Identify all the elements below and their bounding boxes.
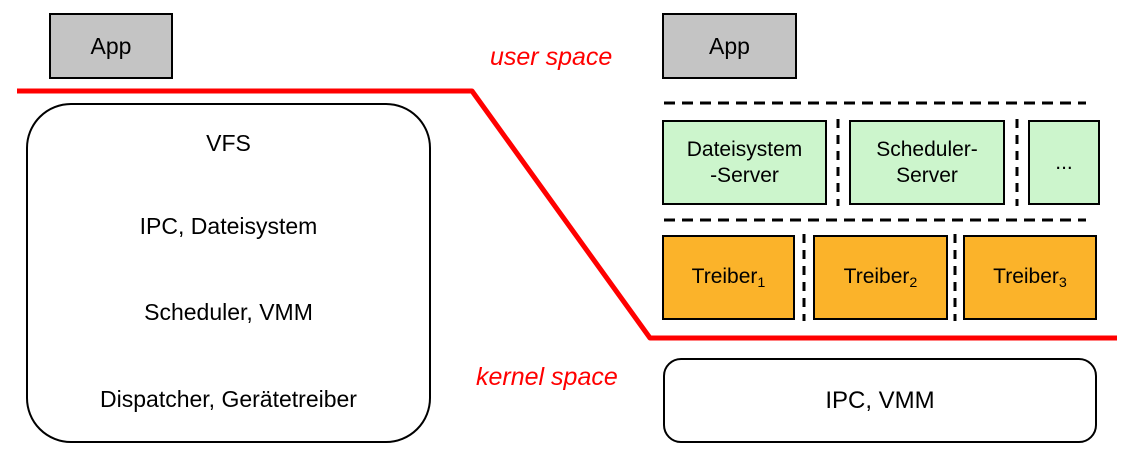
driver-label: Treiber3	[993, 265, 1067, 291]
server-label-line: Scheduler-	[876, 137, 978, 161]
app-label: App	[709, 32, 750, 59]
layer-label: VFS	[206, 129, 251, 156]
server-box-ellipsis: ...	[1028, 120, 1100, 205]
driver-box-treiber-2: Treiber2	[813, 235, 948, 320]
server-box-dateisystem: Dateisystem -Server	[662, 120, 827, 205]
server-label-line: ...	[1055, 150, 1073, 174]
driver-subscript: 1	[757, 274, 766, 291]
driver-subscript: 2	[909, 274, 918, 291]
microkernel-label: IPC, VMM	[825, 386, 935, 414]
app-box-monolith: App	[49, 13, 173, 79]
server-label-line: Server	[896, 163, 958, 187]
kernel-layer-vfs: VFS	[26, 103, 431, 183]
driver-base: Treiber	[993, 264, 1059, 288]
kernel-layer-scheduler-vmm: Scheduler, VMM	[26, 270, 431, 355]
app-box-microkernel: App	[662, 13, 797, 79]
microkernel-box-ipc-vmm: IPC, VMM	[663, 358, 1097, 443]
kernel-layer-dispatcher-geraetetreiber: Dispatcher, Gerätetreiber	[26, 355, 431, 443]
layer-label: IPC, Dateisystem	[139, 213, 318, 239]
driver-box-treiber-3: Treiber3	[963, 235, 1097, 320]
server-label-line: -Server	[710, 163, 779, 187]
kernel-space-label: kernel space	[476, 363, 618, 391]
user-space-label: user space	[490, 43, 613, 71]
server-box-scheduler: Scheduler- Server	[849, 120, 1005, 205]
layer-label: Dispatcher, Gerätetreiber	[100, 385, 357, 412]
server-label-line: Dateisystem	[686, 137, 803, 161]
kernel-layer-ipc-dateisystem: IPC, Dateisystem	[26, 183, 431, 270]
layer-label: Scheduler, VMM	[144, 299, 313, 325]
driver-subscript: 3	[1058, 274, 1067, 291]
app-label: App	[90, 32, 132, 59]
driver-base: Treiber	[691, 264, 758, 288]
monolithic-kernel-box	[26, 103, 431, 443]
driver-base: Treiber	[843, 264, 910, 288]
driver-box-treiber-1: Treiber1	[662, 235, 795, 320]
driver-label: Treiber1	[692, 265, 766, 291]
driver-label: Treiber2	[844, 265, 918, 291]
